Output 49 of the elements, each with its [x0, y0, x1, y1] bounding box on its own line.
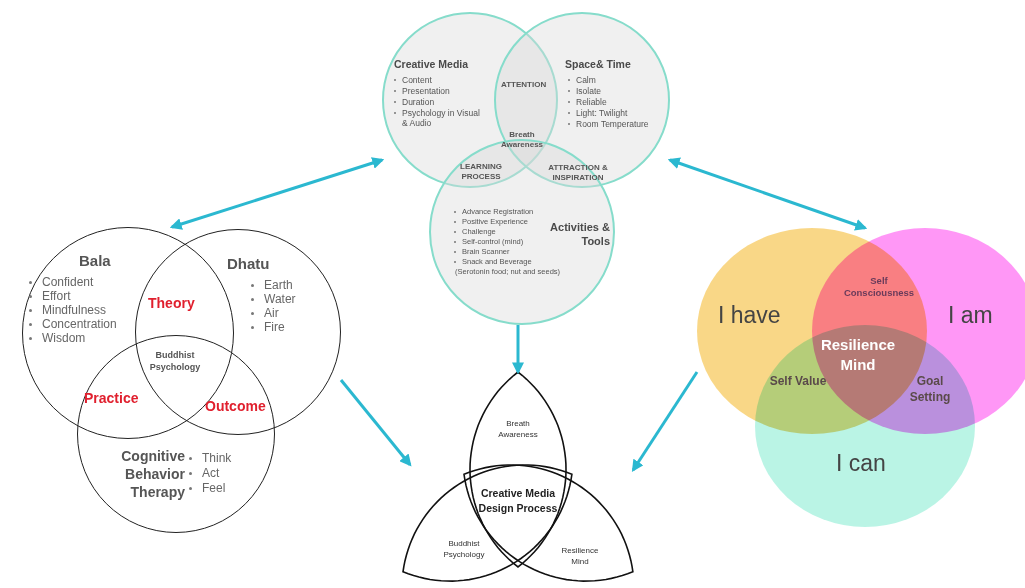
circle-heading: Bala	[79, 251, 112, 271]
list-item: Reliable	[576, 97, 608, 107]
region-label: Resilience Mind	[560, 545, 600, 567]
list-item: Light: Twilight	[576, 108, 629, 118]
list-item: Feel	[202, 481, 227, 495]
list-item: Presentation	[402, 86, 451, 96]
region-label: Buddhist Psychology	[148, 349, 202, 373]
list-item: Effort	[42, 289, 72, 303]
region-label: Self Consciousness	[842, 275, 916, 299]
list-item: Calm	[576, 75, 597, 85]
list-item: Psychology in Visual & Audio	[402, 108, 480, 128]
region-label: Practice	[84, 389, 140, 408]
region-label: Self Value	[768, 373, 828, 389]
region-label: Theory	[148, 294, 196, 313]
region-label: Goal Setting	[908, 373, 952, 405]
list-item: Wisdom	[42, 331, 87, 345]
region-label: Outcome	[205, 397, 267, 416]
region-label: Breath Awareness	[497, 418, 539, 440]
list-item: Content	[402, 75, 433, 85]
list-item: Room Temperature	[576, 119, 650, 129]
region-label: Breath Awareness	[499, 130, 545, 150]
circle-heading: Cognitive Behavior Therapy	[120, 447, 185, 501]
list-item: Concentration	[42, 317, 118, 331]
region-label: Buddhist Psychology	[442, 538, 486, 560]
circle-heading: Creative Media	[394, 57, 470, 72]
list-item: Act	[202, 466, 221, 480]
region-label: Creative Media Design Process	[477, 486, 559, 516]
arrow	[667, 157, 868, 231]
list-item: Air	[264, 306, 280, 320]
region-label: LEARNING PROCESS	[459, 162, 503, 182]
region-label: Resilience Mind	[819, 335, 897, 375]
circle-heading: Activities & Tools	[550, 220, 610, 248]
arrow	[169, 157, 385, 230]
region-label: I can	[836, 449, 887, 478]
list-item: Earth	[264, 278, 294, 292]
list-item: Think	[202, 451, 233, 465]
arrow	[512, 325, 524, 375]
arrow	[339, 379, 412, 467]
list-item: Water	[264, 292, 297, 306]
list-item: Confident	[42, 275, 95, 289]
circle-heading: Dhatu	[227, 254, 271, 274]
list-item: Duration	[402, 97, 436, 107]
region-label: ATTENTION	[501, 79, 548, 91]
region-label: I have	[718, 301, 782, 330]
list-item: Fire	[264, 320, 286, 334]
circle-heading: Space& Time	[565, 57, 632, 72]
region-label: I am	[948, 301, 994, 330]
arrow	[631, 371, 699, 472]
list-item: Isolate	[576, 86, 603, 96]
